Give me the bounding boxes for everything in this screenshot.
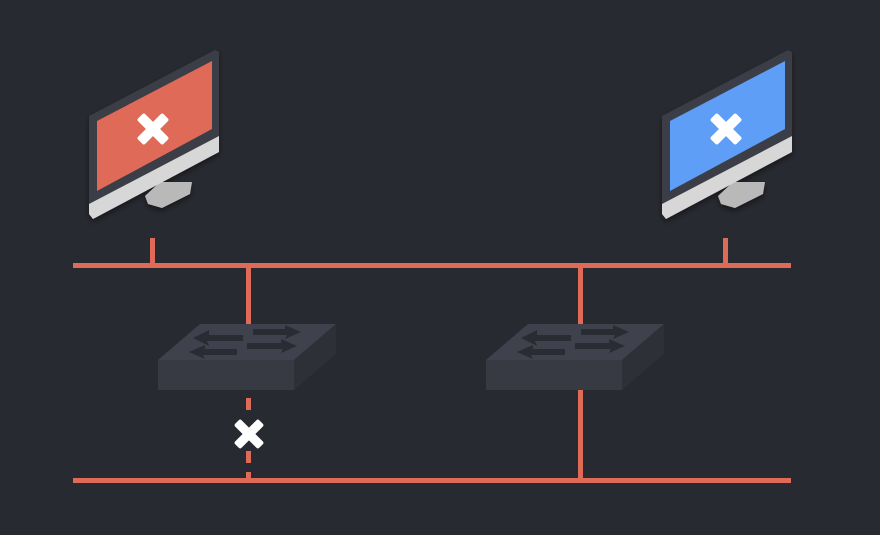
broken-link-segment	[246, 472, 251, 480]
broken-link-segment	[246, 398, 251, 410]
broken-link-segment	[246, 451, 251, 463]
switch-front-face	[486, 360, 622, 390]
lower-bus-line	[73, 478, 791, 483]
monitor-left[interactable]	[89, 50, 219, 219]
switch-side-face	[294, 324, 336, 390]
monitor-right[interactable]	[662, 50, 792, 219]
switch-2[interactable]	[486, 324, 664, 390]
bidirectional-arrows-icon	[189, 325, 301, 359]
monitor-stand	[718, 182, 765, 208]
monitor-chin	[662, 133, 792, 219]
switch-side-face	[622, 324, 664, 390]
switch-1[interactable]	[158, 324, 336, 390]
switch-front-face	[158, 360, 294, 390]
lower-bus	[73, 388, 791, 483]
broken-link-x-mark-icon	[234, 419, 264, 449]
bidirectional-arrows-icon	[517, 325, 629, 359]
x-mark-icon	[137, 113, 169, 145]
monitor-chin	[89, 133, 219, 219]
left-host-drop	[150, 238, 155, 266]
x-mark-icon	[710, 113, 742, 145]
switch-1-broken-downlink	[246, 398, 251, 480]
switch-2-uplink	[578, 265, 583, 325]
upper-bus	[73, 238, 791, 325]
right-host-drop	[723, 238, 728, 266]
switch-1-uplink	[246, 265, 251, 325]
switch-2-downlink	[578, 388, 583, 480]
upper-bus-line	[73, 263, 791, 268]
monitor-stand	[145, 182, 192, 208]
